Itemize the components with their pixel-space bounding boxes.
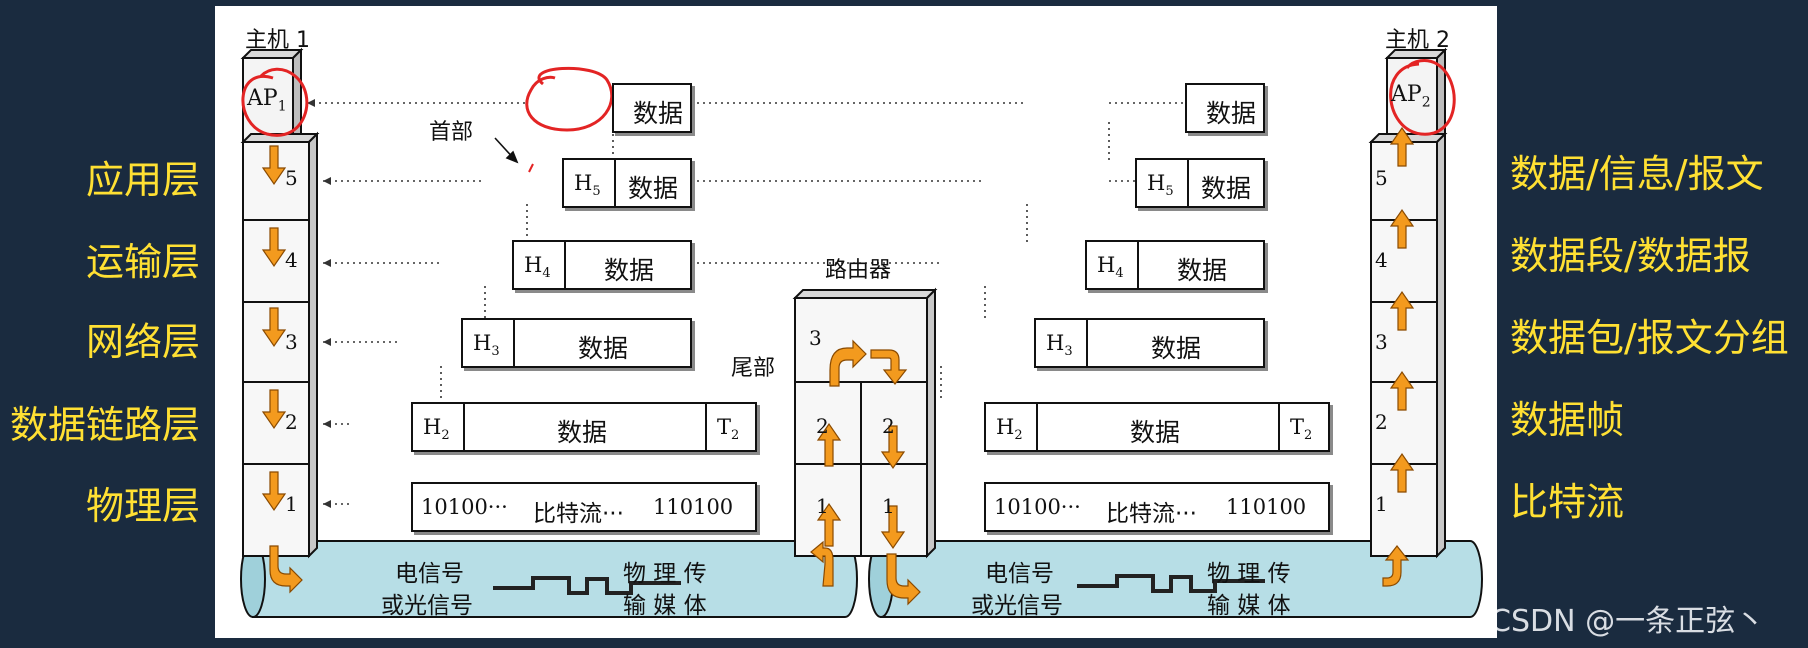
right-h4-header: H4 <box>1097 253 1124 282</box>
diagram-panel: 主机 1 主机 2 路由器 AP1 AP2 5 4 3 2 1 5 4 3 2 … <box>215 6 1497 638</box>
host1-layer-number-5: 5 <box>285 166 298 190</box>
red-highlight-circles <box>241 59 1456 137</box>
header-callout: 首部 <box>429 120 474 145</box>
router-layer-number-3: 3 <box>809 326 822 350</box>
router-left-layer-number-1: 1 <box>816 494 829 518</box>
host2-title: 主机 2 <box>1385 28 1450 53</box>
router-stack <box>792 287 938 559</box>
right-signal-label-1: 电信号 <box>985 561 1054 587</box>
pdu-label-transport: 数据段/数据报 <box>1510 234 1751 278</box>
left-transport-segment-box: H5 数据 <box>562 158 692 208</box>
router-right-layer-number-1: 1 <box>882 494 895 518</box>
left-app-data-box: 数据 <box>612 83 692 133</box>
left-datalink-packet-box: H3 数据 <box>461 318 692 368</box>
router-title: 路由器 <box>825 258 892 283</box>
left-t2-trailer: T2 <box>717 415 740 444</box>
host2-layer-number-4: 4 <box>1375 248 1388 272</box>
left-network-packet-box: H4 数据 <box>512 240 692 290</box>
highlight-data <box>525 66 614 132</box>
host2-layer-number-3: 3 <box>1375 330 1388 354</box>
layer-label-transport: 运输层 <box>85 240 200 284</box>
left-frame-box: H2 数据 T2 <box>411 402 757 452</box>
left-bitstream-box: 10100··· 比特流··· 110100 <box>411 482 757 532</box>
right-network-packet-box: H4 数据 <box>1085 240 1265 290</box>
layer-label-network: 网络层 <box>85 320 200 364</box>
right-signal-label-2: 或光信号 <box>971 593 1063 619</box>
watermark: CSDN @一条正弦丶 <box>1490 604 1766 639</box>
layer-label-physical: 物理层 <box>85 484 200 528</box>
left-medium-label-1: 物 理 传 <box>623 561 707 587</box>
right-medium-label-1: 物 理 传 <box>1207 561 1291 587</box>
router-right-layer-number-2: 2 <box>882 414 895 438</box>
trailer-callout: 尾部 <box>731 356 776 381</box>
right-t2-trailer: T2 <box>1290 415 1313 444</box>
diagram-graphics <box>240 47 1483 618</box>
pdu-label-datalink: 数据帧 <box>1510 398 1625 442</box>
layer-label-application: 应用层 <box>85 158 200 202</box>
host1-title: 主机 1 <box>245 28 310 53</box>
left-h4-header: H4 <box>524 253 551 282</box>
host1-layer-number-2: 2 <box>285 410 298 434</box>
pdu-label-application: 数据/信息/报文 <box>1510 152 1764 196</box>
right-bitstream-box: 10100··· 比特流··· 110100 <box>984 482 1330 532</box>
highlight-ap2 <box>1389 59 1456 136</box>
right-h2-header: H2 <box>996 415 1023 444</box>
left-h2-header: H2 <box>423 415 450 444</box>
ap2-label: AP2 <box>1391 82 1431 111</box>
right-medium-label-2: 输 媒 体 <box>1207 593 1291 619</box>
right-datalink-packet-box: H3 数据 <box>1034 318 1265 368</box>
left-signal-label-1: 电信号 <box>395 561 464 587</box>
host2-layer-number-1: 1 <box>1375 492 1388 516</box>
signal-wave-right <box>1077 574 1265 593</box>
router-left-layer-number-2: 2 <box>816 414 829 438</box>
host2-layer-number-2: 2 <box>1375 410 1388 434</box>
signal-wave-left <box>493 576 681 595</box>
right-app-data-box: 数据 <box>1185 83 1265 133</box>
right-frame-box: H2 数据 T2 <box>984 402 1330 452</box>
host1-layer-number-3: 3 <box>285 330 298 354</box>
ap1-label: AP1 <box>247 86 287 115</box>
pdu-label-network: 数据包/报文分组 <box>1510 316 1789 360</box>
host2-layer-number-5: 5 <box>1375 166 1388 190</box>
left-signal-label-2: 或光信号 <box>381 593 473 619</box>
highlight-ap1 <box>241 67 309 137</box>
host1-layer-number-4: 4 <box>285 248 298 272</box>
left-medium-label-2: 输 媒 体 <box>623 593 707 619</box>
data-flow-arrows <box>261 126 1415 606</box>
right-h5-header: H5 <box>1147 171 1174 200</box>
right-transport-segment-box: H5 数据 <box>1135 158 1265 208</box>
right-h3-header: H3 <box>1046 331 1073 360</box>
host1-layer-number-1: 1 <box>285 492 298 516</box>
layer-label-datalink: 数据链路层 <box>9 403 200 447</box>
left-h3-header: H3 <box>473 331 500 360</box>
pdu-label-physical: 比特流 <box>1510 480 1625 524</box>
left-h5-header: H5 <box>574 171 601 200</box>
